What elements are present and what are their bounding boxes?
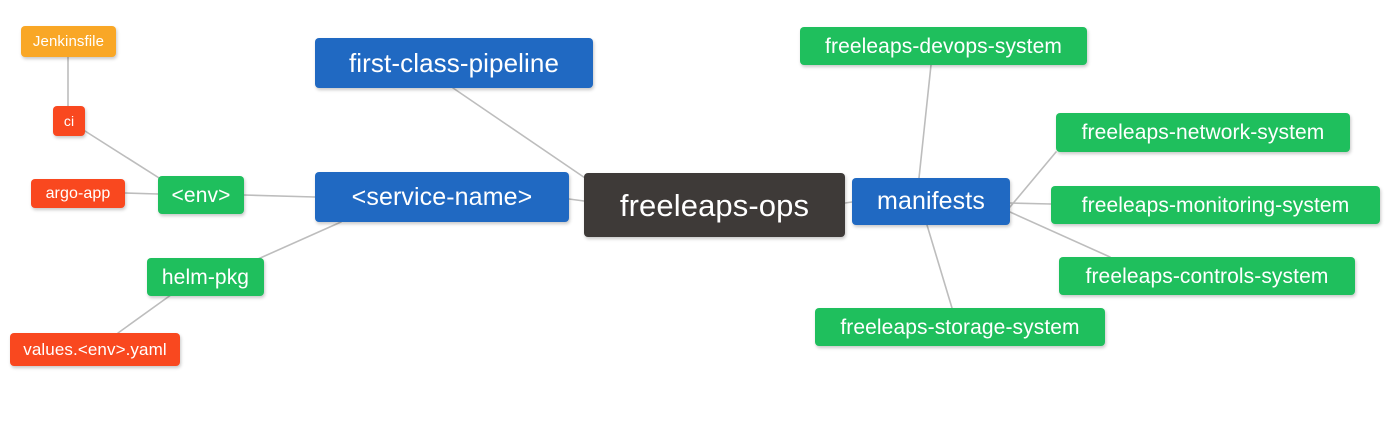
node-env[interactable]: <env>	[158, 176, 244, 214]
edge-env-to-ci	[84, 130, 168, 184]
edge-manifests-to-freeleaps-network-system	[1009, 151, 1057, 208]
node-freeleaps-devops-system[interactable]: freeleaps-devops-system	[800, 27, 1087, 65]
edge-env-to-argo-app	[124, 192, 159, 195]
node-first-class-pipeline[interactable]: first-class-pipeline	[315, 38, 593, 88]
node-ci[interactable]: ci	[53, 106, 85, 136]
node-freeleaps-network-system[interactable]: freeleaps-network-system	[1056, 113, 1350, 152]
node-label-first-class-pipeline: first-class-pipeline	[348, 48, 560, 78]
node-label-ci: ci	[63, 113, 75, 129]
edge-freeleaps-ops-to-first-class-pipeline	[452, 87, 589, 181]
node-label-manifests: manifests	[877, 187, 985, 215]
node-label-freeleaps-monitoring-system: freeleaps-monitoring-system	[1081, 193, 1350, 217]
edge-manifests-to-freeleaps-monitoring-system	[1009, 202, 1052, 205]
node-values-yaml[interactable]: values.<env>.yaml	[10, 333, 180, 366]
node-label-service-name: <service-name>	[351, 182, 533, 211]
edge-freeleaps-ops-to-service-name	[568, 198, 585, 202]
node-label-freeleaps-controls-system: freeleaps-controls-system	[1085, 264, 1329, 288]
node-helm-pkg[interactable]: helm-pkg	[147, 258, 264, 296]
node-service-name[interactable]: <service-name>	[315, 172, 569, 222]
node-label-freeleaps-storage-system: freeleaps-storage-system	[840, 315, 1080, 339]
node-label-values-yaml: values.<env>.yaml	[23, 340, 167, 359]
edge-helm-pkg-to-values-yaml	[117, 291, 176, 334]
node-label-freeleaps-network-system: freeleaps-network-system	[1081, 121, 1325, 144]
edge-service-name-to-helm-pkg	[248, 221, 342, 264]
node-argo-app[interactable]: argo-app	[31, 179, 125, 208]
node-freeleaps-ops[interactable]: freeleaps-ops	[584, 173, 845, 237]
edge-freeleaps-ops-to-manifests	[844, 201, 853, 204]
node-label-jenkinsfile: Jenkinsfile	[32, 33, 105, 50]
node-jenkinsfile[interactable]: Jenkinsfile	[21, 26, 116, 57]
edge-service-name-to-env	[243, 194, 316, 198]
node-label-helm-pkg: helm-pkg	[161, 265, 250, 289]
node-freeleaps-storage-system[interactable]: freeleaps-storage-system	[815, 308, 1105, 346]
node-manifests[interactable]: manifests	[852, 178, 1010, 225]
node-freeleaps-monitoring-system[interactable]: freeleaps-monitoring-system	[1051, 186, 1380, 224]
node-label-freeleaps-devops-system: freeleaps-devops-system	[825, 34, 1062, 58]
node-label-freeleaps-ops: freeleaps-ops	[619, 187, 810, 223]
node-label-argo-app: argo-app	[45, 184, 111, 202]
node-label-env: <env>	[171, 183, 231, 207]
edge-manifests-to-freeleaps-devops-system	[918, 64, 932, 179]
node-freeleaps-controls-system[interactable]: freeleaps-controls-system	[1059, 257, 1355, 295]
edge-manifests-to-freeleaps-storage-system	[926, 224, 953, 309]
